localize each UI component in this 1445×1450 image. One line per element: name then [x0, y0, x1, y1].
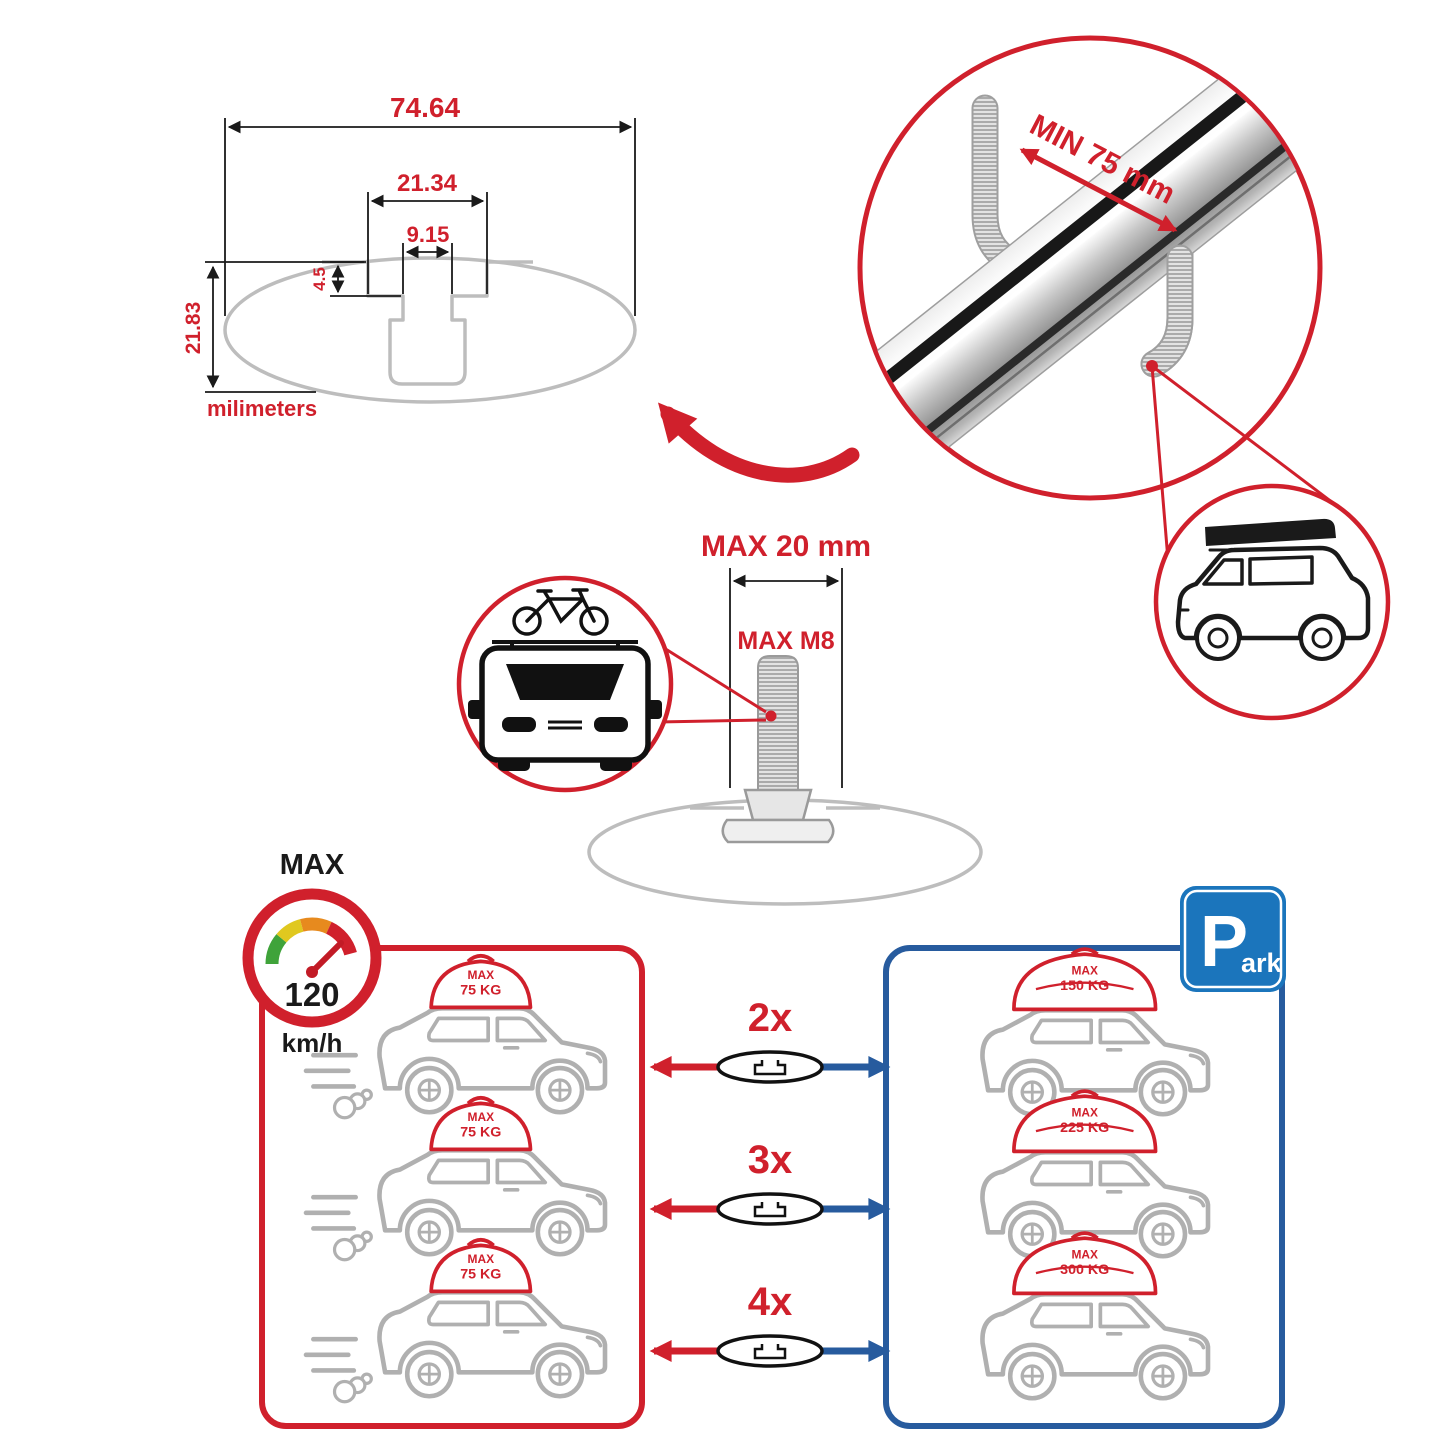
crossbar-icon-row1	[716, 1050, 824, 1084]
bag-weight-label: 225 KG	[1060, 1120, 1109, 1136]
bag-max-label: MAX	[1071, 1247, 1098, 1261]
dimension-diagram: 74.64 21.34 9.15 4.5 21.83 milimeters	[182, 92, 637, 421]
units-label: milimeters	[207, 396, 317, 421]
ext-lines-channel-width	[367, 192, 488, 294]
park-sign-border	[1183, 889, 1283, 989]
park-sign: P ark	[1180, 886, 1286, 992]
crossbar-icon-row2	[716, 1192, 824, 1226]
bag-weight-label: 300 KG	[1060, 1262, 1109, 1278]
gauge-value: 120	[284, 976, 339, 1013]
park-sign-plate	[1180, 886, 1286, 992]
ext-lines-bolt	[729, 568, 843, 788]
bag-weight-label: 75 KG	[460, 982, 501, 998]
bag-max-label: MAX	[1071, 1105, 1098, 1119]
dim-channel-width-label: 21.34	[397, 170, 458, 197]
ext-lines-slot-depth	[330, 261, 401, 297]
profile-ellipse-outline	[223, 256, 637, 404]
count-label-2: 3x	[748, 1138, 793, 1182]
stud-right-tip	[1142, 246, 1192, 376]
park-sign-ark: ark	[1241, 948, 1283, 978]
max-width-label: MAX 20 mm	[701, 530, 871, 563]
count-label-1: 2x	[748, 996, 793, 1040]
comparison-row-3-connector: 4x	[649, 1280, 891, 1368]
bike-car-callout	[456, 575, 767, 793]
ext-lines-slot-width	[402, 243, 453, 294]
callout-line-2	[1151, 364, 1346, 514]
suv-driving-row2: MAX 75 KG	[306, 1095, 605, 1260]
park-sign-p: P	[1200, 902, 1248, 982]
crossbar-icon-row3	[716, 1334, 824, 1368]
zoom-arrow	[657, 402, 860, 483]
dim-slot-width-label: 9.15	[407, 222, 450, 247]
bag-max-label: MAX	[468, 968, 495, 982]
gauge-ring	[242, 888, 382, 1028]
gauge-pivot	[306, 966, 318, 978]
suv-roofbox-art	[1175, 518, 1371, 661]
gauge-arc-red	[325, 921, 357, 956]
suv-parked-row1: MAX 150 KG	[982, 947, 1208, 1114]
thread-callout-dot	[765, 710, 777, 722]
ext-lines-profile-height	[205, 261, 364, 393]
comparison-row-2-connector: 3x	[649, 1138, 891, 1226]
suv-driving-row1: MAX 75 KG	[306, 954, 605, 1118]
callout-line-1	[1150, 365, 1170, 561]
bike-icon	[512, 588, 609, 636]
min-spacing-arrow	[1019, 147, 1178, 233]
t-slot-profile	[366, 262, 489, 386]
bar-closeup: MIN 75 mm	[857, 35, 1323, 501]
suv-roofbox-callout	[1153, 483, 1391, 721]
gauge-max-label: MAX	[280, 849, 345, 881]
suv-parked-row3: MAX 300 KG	[982, 1231, 1208, 1398]
bag-max-label: MAX	[1071, 963, 1098, 977]
t-slot-nut	[721, 818, 835, 844]
bag-max-label: MAX	[468, 1110, 495, 1124]
gauge-needle	[309, 940, 344, 975]
suv-parked-row2: MAX 225 KG	[982, 1089, 1208, 1256]
gauge-arc-green	[265, 934, 287, 965]
dim-total-width-label: 74.64	[390, 92, 460, 123]
bag-weight-label: 75 KG	[460, 1124, 501, 1140]
ext-lines-total-width	[224, 118, 636, 316]
comparison-row-1-connector: 2x	[649, 996, 891, 1084]
bag-max-label: MAX	[468, 1252, 495, 1266]
dim-profile-height-label: 21.83	[182, 302, 205, 355]
suv-driving-row3: MAX 75 KG	[306, 1237, 605, 1402]
bike-callout-line-2	[657, 718, 767, 724]
count-label-3: 4x	[748, 1280, 793, 1324]
gauge-arc-orange	[300, 917, 332, 934]
bag-weight-label: 75 KG	[460, 1266, 501, 1282]
thread-label: MAX M8	[737, 627, 834, 655]
bolt-neck	[743, 788, 813, 822]
dim-slot-depth-label: 4.5	[310, 267, 329, 291]
bag-weight-label: 150 KG	[1060, 978, 1109, 994]
gauge-arc-yellow	[276, 919, 304, 943]
threaded-bolt	[757, 655, 799, 791]
car-front-art	[468, 640, 662, 771]
bike-callout-line-1	[663, 646, 767, 714]
bolt-diagram: MAX 20 mm MAX M8	[587, 530, 983, 906]
aluminum-bar	[862, 40, 1318, 496]
